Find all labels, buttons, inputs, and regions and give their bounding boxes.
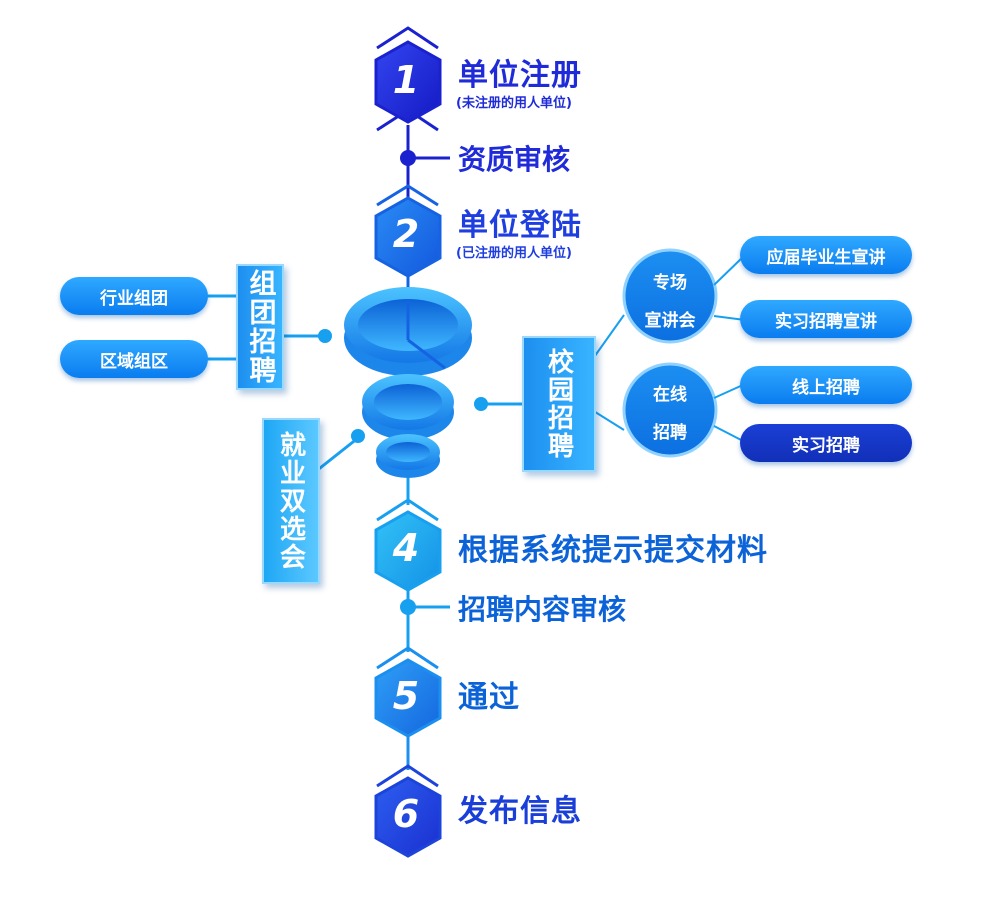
online-recruit-label-2: 招聘 <box>653 423 687 443</box>
hexagon-step-4 <box>374 510 442 592</box>
special-session-label-1: 专场 <box>653 273 687 293</box>
hexagon-step-6 <box>374 776 442 858</box>
job-fair-connector <box>314 429 365 474</box>
step-4-number: 4 <box>392 526 420 570</box>
campus-recruit-box: 校园招聘 <box>522 336 596 472</box>
step-6-number: 6 <box>392 792 420 836</box>
job-fair-box: 就业双选会 <box>262 418 320 584</box>
step-2-subtitle: (已注册的用人单位) <box>456 246 572 261</box>
step-5-title: 通过 <box>458 680 520 715</box>
step-2-number: 2 <box>392 212 420 256</box>
online-recruit-circle <box>622 362 746 458</box>
hexagon-step-1 <box>374 40 442 124</box>
step-5-number: 5 <box>392 674 420 718</box>
special-session-circle <box>622 248 746 344</box>
left-group-connectors <box>207 294 325 361</box>
internship-recruit-pill: 实习招聘 <box>740 424 912 462</box>
step-1-subtitle: (未注册的用人单位) <box>456 96 572 111</box>
online-recruit-pill: 线上招聘 <box>740 366 912 404</box>
funnel-rings <box>344 287 472 478</box>
campus-connector <box>474 314 625 431</box>
step-1-title: 单位注册 <box>458 58 582 93</box>
left-group-dot <box>318 329 332 343</box>
industry-group-pill: 行业组团 <box>60 277 208 315</box>
online-recruit-label-1: 在线 <box>653 385 687 405</box>
step-6-title: 发布信息 <box>458 794 582 829</box>
special-session-label-2: 宣讲会 <box>644 311 696 331</box>
internship-session-pill: 实习招聘宣讲 <box>740 300 912 338</box>
hexagon-step-5 <box>374 658 442 738</box>
region-group-pill: 区域组区 <box>60 340 208 378</box>
group-recruit-box: 组团招聘 <box>236 264 284 390</box>
step-1-number: 1 <box>392 58 420 102</box>
hexagon-step-2 <box>374 196 442 278</box>
review-step-qualification: 资质审核 <box>458 143 571 176</box>
review-connector-2 <box>400 599 450 615</box>
review-connector-1 <box>400 150 450 166</box>
graduate-session-pill: 应届毕业生宣讲 <box>740 236 912 274</box>
review-step-content: 招聘内容审核 <box>458 593 627 626</box>
step-2-title: 单位登陆 <box>458 208 582 243</box>
step-4-title: 根据系统提示提交材料 <box>458 533 768 568</box>
